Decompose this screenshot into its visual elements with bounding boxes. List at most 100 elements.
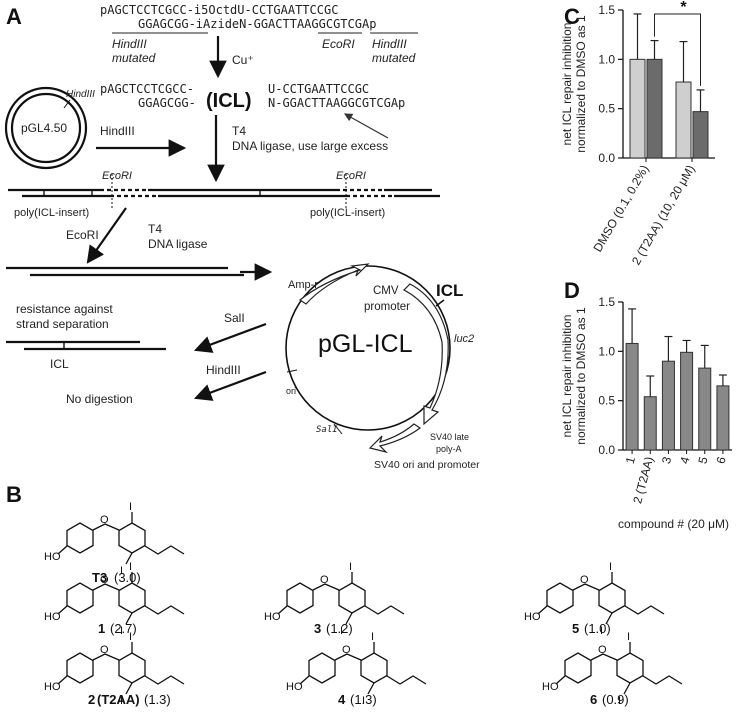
chart-c-bar [646,58,663,159]
icl-site-tick [435,299,445,307]
icl-map-label: ICL [436,281,463,300]
sv40-polya-arrow [368,423,422,454]
hindiii-mutated-label: HindIII [112,37,147,51]
resistance-label-line-2: strand separation [16,317,109,331]
ecori-site-label: EcoRI [322,37,355,51]
chart-d-y-tick-label: 1.0 [598,344,615,358]
compound-6-phenol-ring [564,652,592,684]
chart-d-category-label: 5 [695,455,710,465]
compound-6-iodo-bottom: I [618,695,621,707]
poly-insert-label-b: poly(ICL-insert) [310,207,385,219]
copper-catalyst-label: Cu⁺ [232,53,254,67]
compound-1-iodo-bottom-bond [125,612,133,625]
compound-5-iodo-bottom-bond [605,612,613,625]
compound-2-t2aa: (T2AA) [97,692,140,707]
no-digestion-label: No digestion [66,392,133,406]
compound-4-hydroxyl: HO [286,681,303,693]
t3-value: (3.0) [114,570,141,585]
amp-r-gene-arrow [298,263,370,305]
oligo-top-strand: pAGCTCCTCGCC-i5OctdU-CCTGAATTCCGC [100,3,338,17]
compound-3-hydroxyl: HO [264,611,281,623]
compound-4-iodo-bottom: I [362,695,365,707]
chart-d-bar [625,342,639,451]
plasmid-hindiii-site: HindIII [66,89,95,100]
compound-5-aryl-ring [598,582,626,614]
chart-d-category-label: 1 [623,455,638,465]
compound-4-phenol-ring [308,652,336,684]
chart-d-category-label: 4 [677,455,692,465]
compound-5-side-chain [624,605,665,615]
crosslinked-dna [6,340,166,351]
compound-4-aryl-ring [360,652,388,684]
ori-site-tick [286,369,298,373]
compound-6-hydroxyl-bond [555,675,566,685]
compound-3-iodo-top: I [349,561,352,573]
sv40-ori-label: SV40 ori and promoter [374,459,480,471]
t4-ligase-description-2: DNA ligase [148,237,208,251]
compound-3-value: (1.2) [326,621,353,636]
compound-1-aryl-ring [118,582,146,614]
chart-c-y-tick-label: 1.5 [598,3,615,17]
poly-insert-label-a: poly(ICL-insert) [14,207,89,219]
panel-b: B [6,482,22,507]
chart-d-y-tick-label: 0.5 [598,394,615,408]
compound-6-iodo-bottom-bond [623,682,631,695]
compound-6-iodo-top: I [627,631,630,643]
panel-c-label: C [564,4,580,29]
chart-d-category-label: 6 [714,455,729,465]
sali-label: SalI [224,311,245,325]
poly-insert-dna [8,174,440,208]
compound-3-phenol-ring [286,582,314,614]
t4-ligase-description: DNA ligase, use large excess [232,139,388,153]
cmv-label: CMV [373,285,399,297]
compound-2-iodo-bottom-bond [125,682,133,695]
compound-4-iodo-top: I [371,631,374,643]
amp-r-label: Amp-r [288,279,318,291]
compound-5-name: 5 [572,621,579,636]
sali-digest-arrow [193,322,267,353]
compound-1-phenol-ring [66,582,94,614]
t3-aryl-ring [118,522,146,554]
compound-5-phenol-ring [546,582,574,614]
pgl-icl-title: pGL-ICL [318,330,413,358]
ecori-step-label: EcoRI [66,228,99,242]
chart-d-bar [716,385,730,451]
compound-3-name: 3 [314,621,321,636]
t3-iodo-bottom: I [120,565,123,577]
chart-c-y-tick-label: 0.5 [598,102,615,116]
panel-b-label: B [6,482,22,507]
sali-map-label: SalI [316,425,338,435]
compound-3-ether-bond [312,583,340,591]
chart-d-y-axis-label: net ICL repair inhibition [560,315,574,438]
chart-d-bar [698,367,712,451]
compound-5-iodo-top: I [609,561,612,573]
chart-d-bar [680,351,694,451]
compound-4-value: (1.3) [350,692,377,707]
t3-iodo-bottom-bond [125,552,133,565]
icl-bottom-strand-left: GGAGCGG- [138,96,196,110]
compound-1-iodo-top: I [129,561,132,573]
hindiii-mutated-label-2: HindIII [372,37,407,51]
chart-c-bar [692,111,709,159]
compound-3-iodo-bottom: I [340,625,343,637]
compound-6-value: (0.9) [602,692,629,707]
compound-4-iodo-bottom-bond [367,682,375,695]
chart-d-x-axis-label: compound # (20 μM) [618,517,729,531]
chart-c-y-axis-label: normalized to DMSO as 1 [574,15,588,153]
pgl-icl-plasmid-map [285,265,451,431]
monomer-insert-dna [6,266,244,277]
compound-3-iodo-bottom-bond [345,612,353,625]
compound-4-name: 4 [338,692,346,707]
luc2-label: luc2 [454,333,474,345]
compound-2-name: 2 [88,692,95,707]
sali-site-tick [333,423,343,435]
compound-1-hydroxyl: HO [44,611,61,623]
compound-1-value: (2.7) [110,621,137,636]
compound-5-value: (1.0) [584,621,611,636]
compound-5-hydroxyl-bond [537,605,548,615]
compound-6-ether-oxygen: O [598,644,607,656]
cmv-promoter-label: promoter [364,301,410,313]
compound-6-name: 6 [590,692,597,707]
compound-6-hydroxyl: HO [542,681,559,693]
